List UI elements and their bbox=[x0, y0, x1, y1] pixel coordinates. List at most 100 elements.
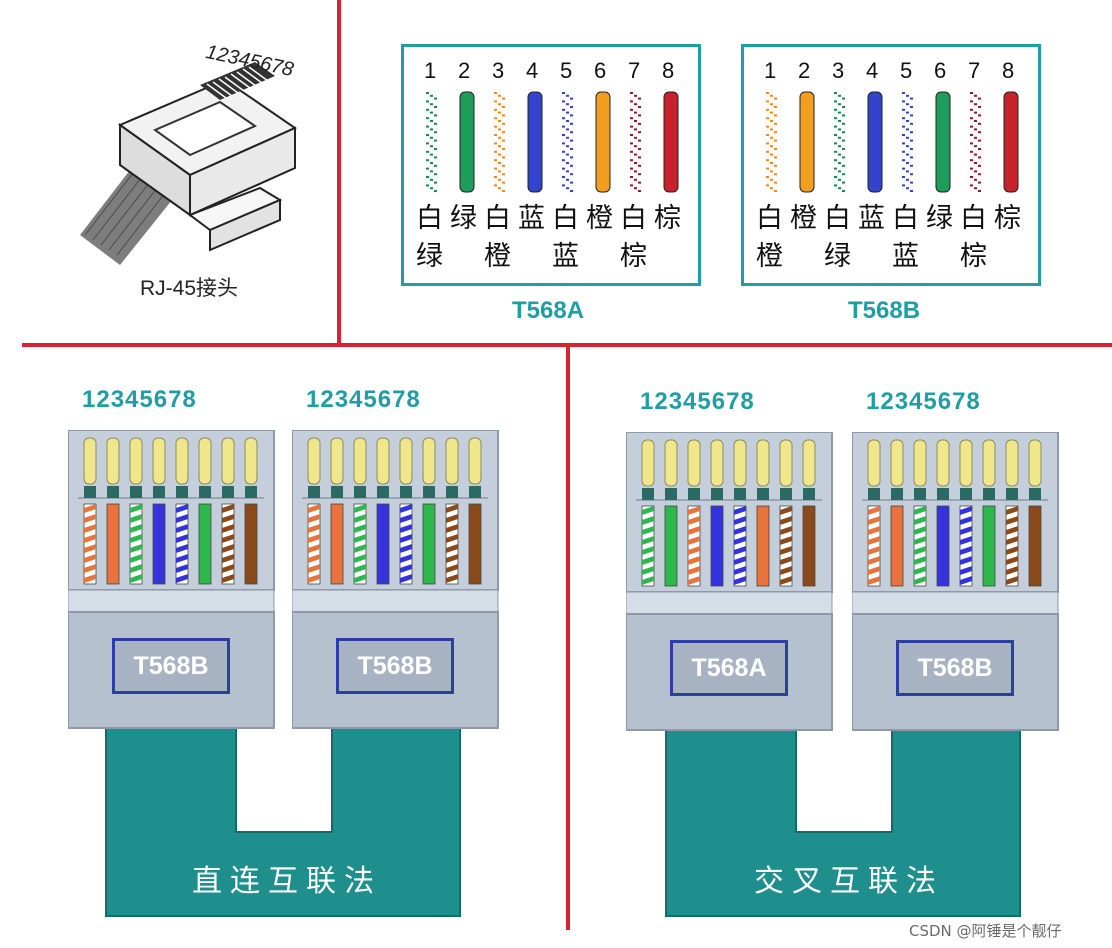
wire-stripe bbox=[960, 556, 972, 565]
wire-stripe-dot bbox=[562, 150, 565, 153]
wire-stripe bbox=[446, 564, 458, 573]
wire-stripe-dot bbox=[906, 103, 909, 106]
gold-contact bbox=[221, 437, 235, 485]
wire-stripe-dot bbox=[974, 187, 977, 190]
wire-stripe bbox=[688, 576, 700, 585]
wire-stripe-dot bbox=[430, 128, 433, 131]
wire-stripe-dot bbox=[838, 94, 841, 97]
gold-contact bbox=[802, 439, 816, 487]
wire-stripe bbox=[868, 546, 880, 555]
standard-badge: T568A bbox=[670, 640, 788, 696]
wire-stripe-dot bbox=[770, 111, 773, 114]
wire-stripe-dot bbox=[430, 136, 433, 139]
wire-stripe-dot bbox=[434, 190, 437, 192]
color-char-row2: 绿 bbox=[416, 241, 443, 272]
pin-number: 4 bbox=[866, 58, 879, 83]
contact-clip bbox=[354, 486, 366, 498]
wire-stripe-dot bbox=[906, 170, 909, 173]
wire-stripe-dot bbox=[426, 125, 429, 128]
wire-stripe-dot bbox=[766, 184, 769, 187]
gold-contact bbox=[959, 439, 973, 487]
wire-stripe bbox=[176, 554, 188, 563]
wire-stripe-dot bbox=[978, 139, 981, 142]
wire-stripe-dot bbox=[970, 142, 973, 145]
wire-stripe bbox=[222, 534, 234, 543]
wire-stripe bbox=[130, 554, 142, 563]
gold-contact bbox=[756, 439, 770, 487]
contact-clip bbox=[1006, 488, 1018, 500]
wire-stripe-dot bbox=[630, 142, 633, 145]
wire-stripe-dot bbox=[978, 114, 981, 117]
wire-stripe-dot bbox=[430, 153, 433, 156]
gold-contact bbox=[468, 437, 482, 485]
wire bbox=[936, 505, 950, 587]
wire bbox=[152, 503, 166, 585]
pin-number: 3 bbox=[832, 58, 845, 83]
wire-stripe-dot bbox=[842, 139, 845, 142]
gold-contact bbox=[422, 437, 436, 485]
wire-stripe-dot bbox=[498, 111, 501, 114]
wire-stripe bbox=[914, 566, 926, 575]
wire-stripe-dot bbox=[902, 159, 905, 162]
wire-stripe-dot bbox=[770, 162, 773, 164]
wire-stripe-dot bbox=[974, 178, 977, 181]
wire-stripe-dot bbox=[910, 173, 913, 176]
wire-stripe bbox=[960, 576, 972, 585]
wire-stripe bbox=[642, 536, 654, 545]
wire-stripe-dot bbox=[902, 142, 905, 145]
wire-stripe-dot bbox=[902, 167, 905, 170]
wire-stripe-dot bbox=[766, 176, 769, 178]
pin-number: 6 bbox=[934, 58, 947, 83]
wire-stripe-dot bbox=[838, 128, 841, 131]
wire-stripe-dot bbox=[774, 139, 777, 142]
wire-stripe bbox=[734, 516, 746, 525]
color-char-row1: 橙 bbox=[790, 203, 817, 234]
color-char-row1: 白 bbox=[416, 203, 443, 234]
wire-stripe-dot bbox=[766, 117, 769, 120]
gold-contact bbox=[445, 437, 459, 485]
wire-stripe-dot bbox=[430, 178, 433, 181]
wire-stripe-dot bbox=[566, 178, 569, 181]
wire-stripe bbox=[176, 574, 188, 583]
wire-stripe-dot bbox=[978, 148, 981, 150]
wire-stripe-dot bbox=[770, 170, 773, 173]
wire-stripe-dot bbox=[766, 108, 769, 111]
gold-contact bbox=[129, 437, 143, 485]
wire bbox=[1028, 505, 1042, 587]
wire-stripe-dot bbox=[494, 117, 497, 120]
pin-number: 6 bbox=[594, 58, 607, 83]
wire-stripe-dot bbox=[770, 187, 773, 190]
wire-stripe-dot bbox=[638, 148, 641, 150]
wire-stripe-dot bbox=[766, 142, 769, 145]
wire-stripe-dot bbox=[570, 173, 573, 176]
wire-stripe-dot bbox=[978, 190, 981, 192]
wire-stripe-dot bbox=[766, 159, 769, 162]
wire-stripe-dot bbox=[970, 134, 973, 136]
wire-stripe-dot bbox=[434, 156, 437, 159]
wire-stripe-dot bbox=[434, 139, 437, 142]
wire-stripe bbox=[400, 574, 412, 583]
wire-stripe bbox=[914, 536, 926, 545]
wire-stripe-dot bbox=[562, 142, 565, 145]
wire-stripe-dot bbox=[570, 97, 573, 100]
wire-stripe-dot bbox=[638, 114, 641, 117]
wire-stripe-dot bbox=[910, 122, 913, 125]
wire-strip bbox=[935, 91, 951, 193]
t568a-title: T568A bbox=[512, 297, 585, 324]
wire-stripe-dot bbox=[834, 117, 837, 120]
color-char-row1: 橙 bbox=[586, 203, 613, 234]
wire-stripe-dot bbox=[502, 181, 505, 184]
wire-stripe-dot bbox=[838, 187, 841, 190]
wire-stripe bbox=[868, 536, 880, 545]
wire-stripe-dot bbox=[902, 176, 905, 178]
wire-stripe bbox=[1006, 546, 1018, 555]
wire bbox=[664, 505, 678, 587]
connector-head bbox=[852, 432, 1059, 593]
rj45-connector bbox=[292, 430, 499, 729]
connector-neck bbox=[68, 589, 275, 613]
wire-stripe-dot bbox=[974, 136, 977, 139]
wire-stripe-dot bbox=[434, 173, 437, 176]
wire-stripe-dot bbox=[494, 125, 497, 128]
gold-contact bbox=[687, 439, 701, 487]
wire-stripe-dot bbox=[834, 176, 837, 178]
